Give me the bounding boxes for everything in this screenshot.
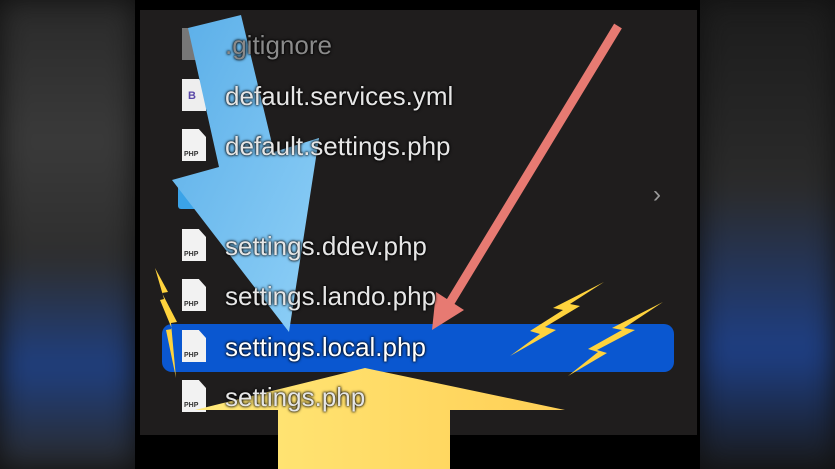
- php-file-icon: PHP: [182, 129, 206, 161]
- file-name: settings.ddev.php: [225, 231, 427, 261]
- php-file-icon: PHP: [182, 229, 206, 261]
- folder-icon: [178, 185, 212, 209]
- list-item[interactable]: PHP settings.ddev.php: [140, 223, 697, 271]
- file-name: default.settings.php: [225, 131, 451, 161]
- list-item[interactable]: .gitignore: [140, 22, 697, 70]
- chevron-right-icon[interactable]: ›: [653, 181, 661, 208]
- file-list: .gitignore B default.services.yml PHP de…: [140, 10, 697, 435]
- php-file-icon: PHP: [182, 380, 206, 412]
- php-file-icon: PHP: [182, 330, 206, 362]
- list-item[interactable]: PHP settings.lando.php: [140, 273, 697, 321]
- file-name: default.services.yml: [225, 81, 454, 111]
- php-icon-label: PHP: [184, 251, 199, 258]
- list-item-selected[interactable]: PHP settings.local.php: [162, 324, 674, 372]
- php-icon-label: PHP: [184, 301, 199, 308]
- list-item[interactable]: PHP settings.php: [140, 374, 697, 422]
- file-name: settings.lando.php: [225, 281, 437, 311]
- list-item[interactable]: PHP default.settings.php: [140, 123, 697, 171]
- blurred-background-right: [700, 0, 835, 469]
- yml-file-icon: B: [182, 79, 206, 111]
- list-item-folder[interactable]: ›: [140, 173, 697, 221]
- yml-icon-label: B: [188, 90, 196, 102]
- php-icon-label: PHP: [184, 352, 199, 359]
- php-file-icon: PHP: [182, 279, 206, 311]
- blurred-background-left: [0, 0, 135, 469]
- list-item[interactable]: B default.services.yml: [140, 73, 697, 121]
- file-name: settings.local.php: [225, 332, 426, 362]
- php-icon-label: PHP: [184, 402, 199, 409]
- file-name: settings.php: [225, 382, 366, 412]
- file-name: .gitignore: [225, 30, 332, 60]
- php-icon-label: PHP: [184, 151, 199, 158]
- generic-file-icon: [182, 28, 206, 60]
